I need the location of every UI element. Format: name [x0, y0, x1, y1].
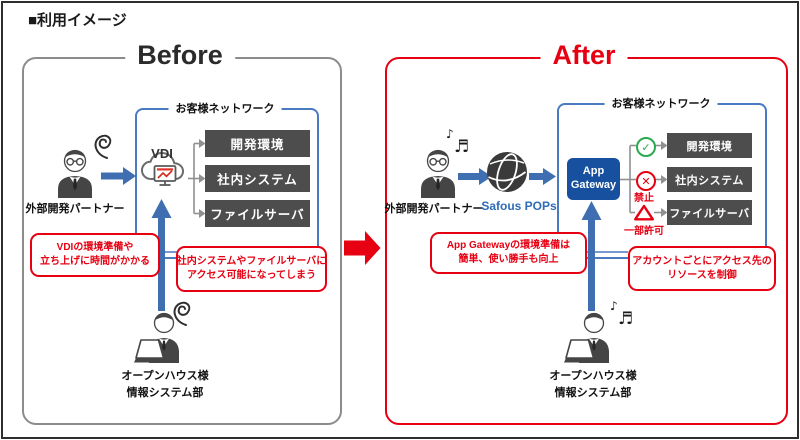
before-itdept-line2: 情報システム部	[126, 387, 204, 400]
callout-account-control: アカウントごとにアクセス先の リソースを制御	[628, 246, 776, 291]
after-system-dev: 開発環境	[667, 133, 752, 158]
allow-check-icon: ✓	[636, 137, 656, 157]
before-system-fileserver: ファイルサーバ	[205, 200, 310, 227]
after-system-internal: 社内システム	[667, 167, 752, 192]
before-itdept-label: オープンハウス様 情報システム部	[121, 368, 208, 402]
after-system-fileserver: ファイルサーバ	[667, 200, 752, 225]
after-itdept-line2: 情報システム部	[554, 387, 632, 400]
before-system-internal: 社内システム	[205, 165, 310, 192]
callout-access-risk: 社内システムやファイルサーバに アクセス可能になってしまう	[176, 246, 327, 292]
after-title: After	[540, 42, 628, 70]
partial-warning-triangle-icon	[634, 204, 654, 221]
before-system-dev: 開発環境	[205, 130, 310, 157]
before-itdept-line1: オープンハウス様	[121, 370, 209, 382]
after-partner-label: 外部開発パートナー	[384, 203, 484, 215]
safous-pops-label: Safous POPs	[481, 199, 557, 213]
after-network-label: お客様ネットワーク	[604, 95, 718, 111]
deny-cross-icon: ✕	[636, 171, 656, 191]
before-network-label: お客様ネットワーク	[168, 100, 282, 116]
after-itdept-line1: オープンハウス様	[549, 370, 637, 382]
vdi-label: VDI	[151, 146, 173, 161]
callout-vdi-time: VDIの環境準備や 立ち上げに時間がかかる	[30, 233, 160, 277]
before-partner-label: 外部開発パートナー	[25, 203, 125, 215]
page-title: ■利用イメージ	[28, 12, 127, 29]
callout-gateway-easy: App Gatewayの環境準備は 簡単、使い勝手も向上	[430, 232, 587, 274]
app-gateway-box: App Gateway	[567, 158, 620, 200]
deny-label: 禁止	[634, 193, 654, 204]
partial-allow-label: 一部許可	[624, 226, 664, 237]
after-itdept-label: オープンハウス様 情報システム部	[549, 368, 636, 402]
before-title: Before	[125, 42, 235, 70]
